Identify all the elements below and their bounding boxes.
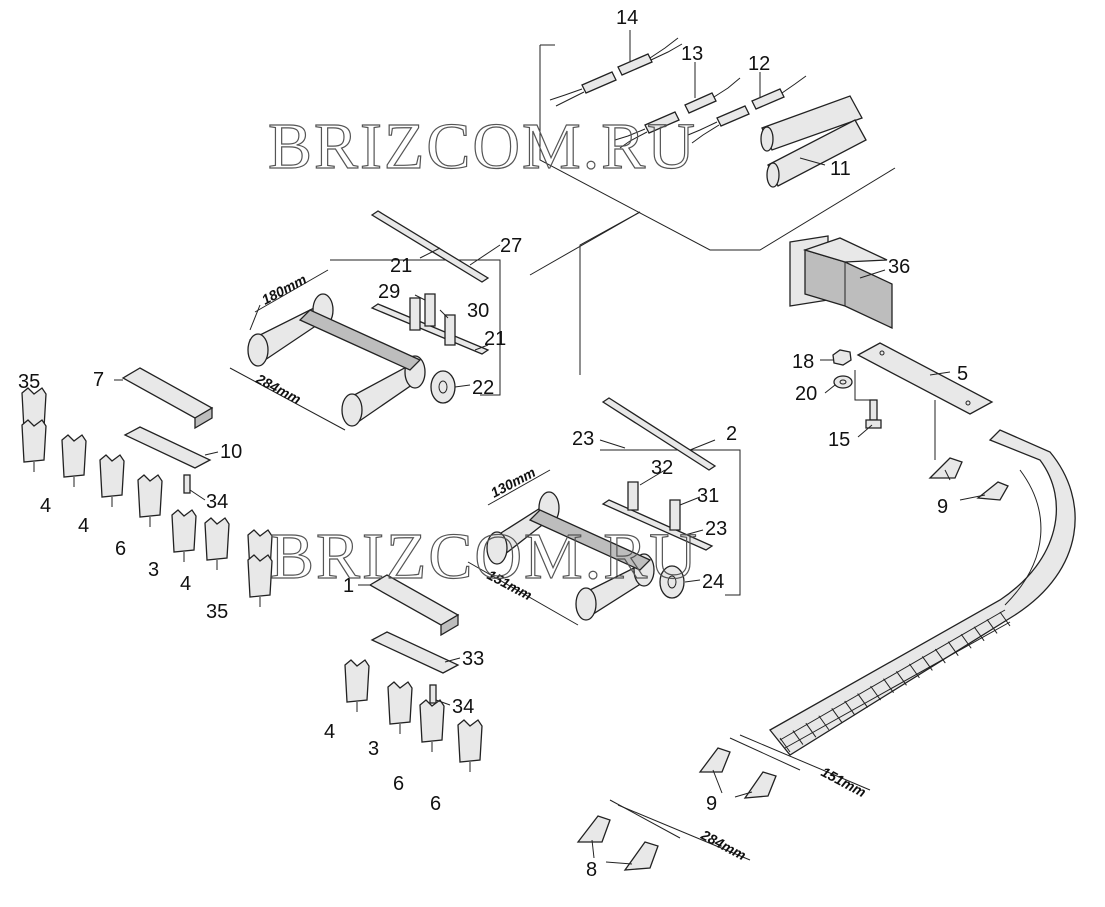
- dimension-130mm: 130mm: [488, 464, 538, 501]
- cable-clamps: [21, 387, 483, 772]
- callout-33: 33: [462, 648, 484, 670]
- callout-4-d: 4: [324, 721, 335, 743]
- callout-6-c: 6: [430, 793, 441, 815]
- callout-14: 14: [616, 7, 638, 29]
- callout-6-b: 6: [393, 773, 404, 795]
- callout-36: 36: [888, 256, 910, 278]
- assembly-guide-lines: [330, 44, 936, 596]
- callout-34-lower: 34: [452, 696, 474, 718]
- callout-23-upper: 23: [572, 428, 594, 450]
- callout-6-a: 6: [115, 538, 126, 560]
- cable-chain: [769, 429, 1076, 756]
- dimension-arrows: [229, 269, 871, 861]
- chain-module-2: [486, 397, 717, 621]
- dimension-284mm-module: 284mm: [253, 370, 304, 407]
- leader-lines: [114, 30, 986, 865]
- callout-9-lower: 9: [706, 793, 717, 815]
- callout-22: 22: [472, 377, 494, 399]
- callout-30: 30: [467, 300, 489, 322]
- callout-24: 24: [702, 571, 724, 593]
- watermark-middle: BRIZCOM.RU: [270, 520, 699, 593]
- end-brackets-8: [576, 815, 659, 871]
- plate-5: [856, 342, 994, 415]
- callout-21-upper: 21: [390, 255, 412, 277]
- callout-4-c: 4: [180, 573, 191, 595]
- callout-9-upper: 9: [937, 496, 948, 518]
- callout-29: 29: [378, 281, 400, 303]
- callout-21-lower: 21: [484, 328, 506, 350]
- callout-1: 1: [343, 575, 354, 597]
- channel-7-and-plate-10: [121, 367, 214, 494]
- hardware-18-20-15: [832, 349, 882, 429]
- callout-labels: 14 13 12 11 36 18 20 15 5 9 9 8 27 21 29…: [18, 7, 968, 881]
- callout-3-a: 3: [148, 559, 159, 581]
- callout-32: 32: [651, 457, 673, 479]
- callout-2: 2: [726, 423, 737, 445]
- cable-tubes-11: [760, 95, 867, 188]
- channel-1-and-plate-33: [368, 574, 460, 704]
- chain-module-27: [247, 210, 490, 427]
- watermarks: BRIZCOM.RU BRIZCOM.RU: [267, 109, 699, 593]
- callout-4-a: 4: [40, 495, 51, 517]
- dimension-284mm-bracket: 284mm: [698, 826, 749, 863]
- callout-35-lower: 35: [206, 601, 228, 623]
- callout-23-lower: 23: [705, 518, 727, 540]
- callout-4-b: 4: [78, 515, 89, 537]
- cables-12-13-14: [549, 37, 807, 149]
- callout-8: 8: [586, 859, 597, 881]
- callout-31: 31: [697, 485, 719, 507]
- callout-12: 12: [748, 53, 770, 75]
- callout-11: 11: [830, 158, 851, 180]
- callout-34-upper: 34: [206, 491, 228, 513]
- bracket-36: [789, 235, 893, 330]
- callout-13: 13: [681, 43, 703, 65]
- callout-27: 27: [500, 235, 522, 257]
- end-brackets-9: [698, 457, 1009, 799]
- dimension-180mm: 180mm: [259, 271, 309, 308]
- callout-35-upper: 35: [18, 371, 40, 393]
- callout-18: 18: [792, 351, 814, 373]
- callout-7: 7: [93, 369, 104, 391]
- callout-5: 5: [957, 363, 968, 385]
- callout-15: 15: [828, 429, 850, 451]
- dimension-151mm-chain: 151mm: [819, 764, 869, 801]
- callout-20: 20: [795, 383, 817, 405]
- watermark-top: BRIZCOM.RU: [268, 110, 697, 183]
- callout-10: 10: [220, 441, 242, 463]
- callout-3-b: 3: [368, 738, 379, 760]
